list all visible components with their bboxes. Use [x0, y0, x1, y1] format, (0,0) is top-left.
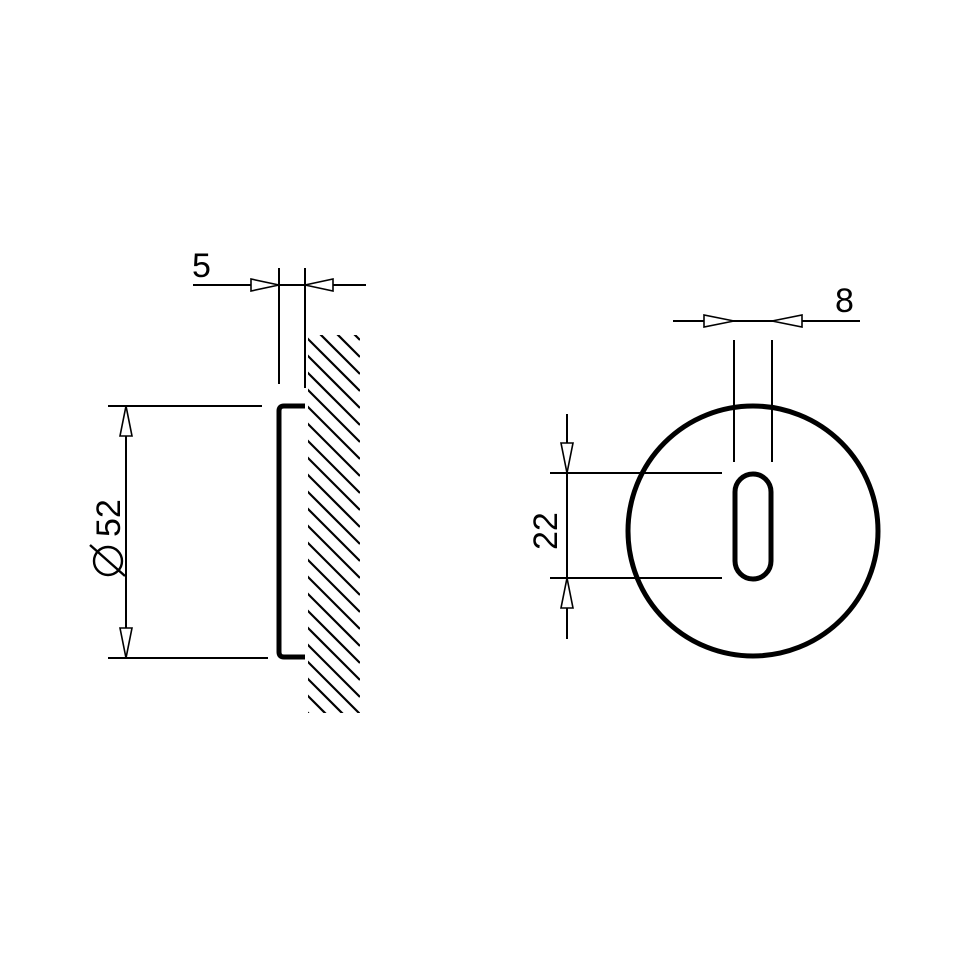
hatch-line	[308, 507, 360, 562]
rosette-outline	[625, 403, 881, 659]
hatch-line	[308, 694, 327, 713]
hatch-line	[300, 739, 360, 799]
hatch-line	[308, 473, 360, 528]
hatch-line	[308, 677, 344, 713]
front-view: 8 22	[527, 282, 881, 659]
arrow-up-icon	[560, 577, 574, 609]
hatch-line	[319, 335, 360, 375]
side-view: 5 52	[89, 247, 366, 799]
hatch-line	[308, 541, 360, 596]
dimension-diameter: 52	[89, 405, 268, 659]
hatch-line	[308, 643, 360, 698]
dimension-thickness: 5	[192, 247, 366, 292]
arrow-left-icon	[771, 314, 803, 328]
rosette-profile	[276, 403, 305, 660]
hatch-line	[308, 456, 360, 511]
hatch-line	[308, 524, 360, 579]
arrow-down-icon	[119, 627, 133, 659]
hatch-line	[308, 660, 360, 713]
hatch-line	[308, 626, 360, 681]
hatch-line	[308, 609, 360, 664]
hatch-line	[308, 558, 360, 613]
hatch-line	[308, 439, 360, 494]
hatch-line	[308, 337, 360, 392]
slot-width-label: 8	[835, 282, 854, 320]
arrow-up-icon	[119, 405, 133, 437]
dimension-slot-height: 22	[527, 414, 722, 639]
diameter-symbol-icon	[89, 544, 126, 577]
arrow-left-icon	[304, 278, 334, 292]
hatch-line	[308, 405, 360, 460]
keyhole-slot	[732, 471, 774, 582]
arrow-right-icon	[703, 314, 735, 328]
hatch-line	[308, 711, 310, 713]
hatch-line	[308, 388, 360, 443]
thickness-label: 5	[192, 247, 211, 285]
arrow-down-icon	[560, 442, 574, 474]
dimension-slot-width: 8	[673, 282, 860, 462]
arrow-right-icon	[250, 278, 280, 292]
diameter-label: 52	[90, 499, 128, 537]
hatch-line	[308, 371, 360, 426]
hatch-line	[308, 422, 360, 477]
hatch-line	[308, 592, 360, 647]
hatch-line	[308, 490, 360, 545]
hatch-line	[336, 335, 360, 358]
slot-height-label: 22	[527, 512, 565, 550]
wall-hatching	[300, 335, 360, 799]
hatch-line	[300, 722, 360, 782]
hatch-line	[308, 354, 360, 409]
hatch-line	[308, 575, 360, 630]
